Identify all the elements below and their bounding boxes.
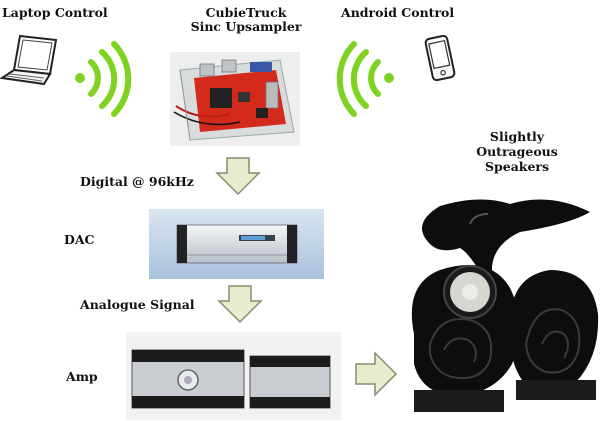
arrow-right [355, 351, 398, 397]
cubietruck-label-line1: CubieTruck [205, 5, 287, 20]
amp-label: Amp [66, 369, 98, 384]
speakers-label-line1: Slightly [489, 129, 545, 144]
digital-label: Digital @ 96kHz [80, 174, 194, 189]
speakers-label-line2: Outrageous [476, 144, 558, 159]
analogue-label: Analogue Signal [80, 297, 195, 312]
laptop-icon [0, 34, 58, 86]
dac-photo [149, 209, 324, 279]
cubietruck-label-line2: Sinc Upsampler [190, 19, 302, 34]
wifi-icon-right [336, 41, 394, 117]
arrow-down-1 [215, 157, 261, 196]
arrow-down-2 [217, 285, 263, 324]
amp-photo [126, 332, 341, 420]
speakers-photo [411, 199, 599, 412]
phone-icon [424, 34, 456, 82]
dac-label: DAC [64, 232, 95, 247]
wifi-icon-left [75, 41, 132, 117]
cubietruck-board-photo [170, 52, 300, 146]
speakers-label-line3: Speakers [484, 159, 550, 174]
laptop-label: Laptop Control [2, 5, 108, 20]
android-label: Android Control [341, 5, 455, 20]
